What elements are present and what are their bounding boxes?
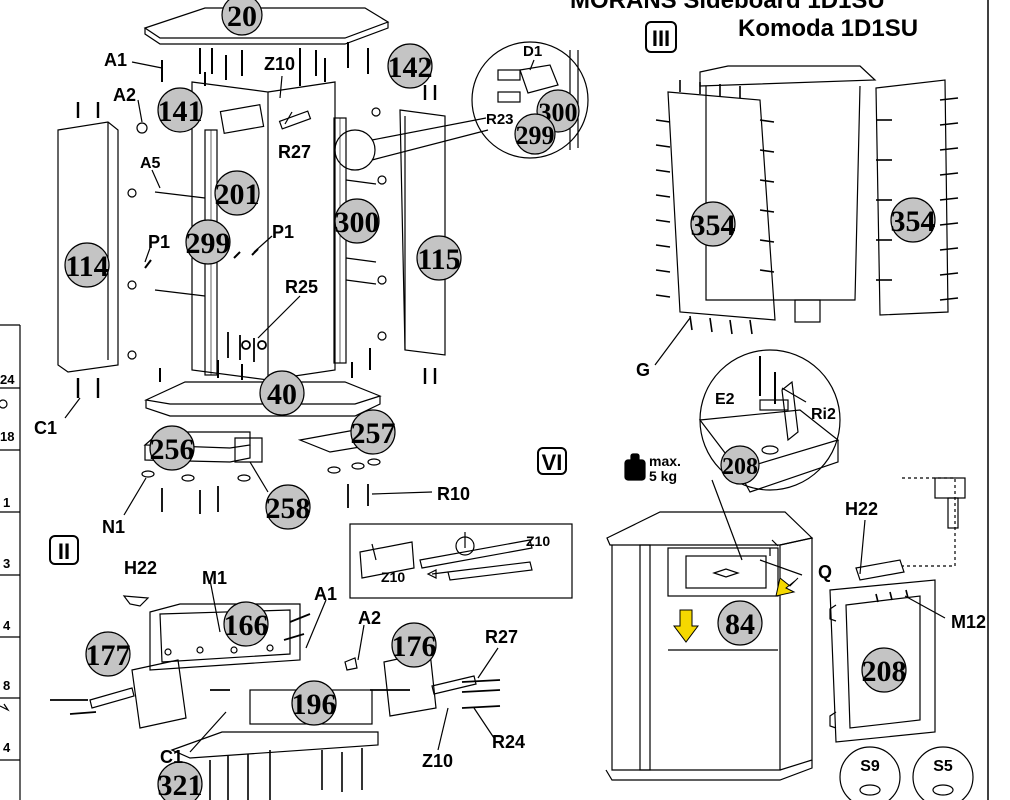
hw-R23: R23 [486, 111, 514, 128]
badge-300-a-label: 300 [335, 206, 380, 239]
hw-C1: C1 [34, 418, 57, 438]
strip-qty-6: 8 [3, 678, 10, 693]
badge-354-b-label: 354 [891, 205, 936, 238]
load-limit-line-2: 5 kg [649, 468, 677, 484]
badge-141-label: 141 [158, 95, 203, 128]
hw-Q: Q [818, 562, 832, 582]
hw-Z10-b: Z10 [422, 751, 453, 771]
hw-C1-b: C1 [160, 747, 183, 767]
badge-40-label: 40 [267, 378, 297, 411]
title-line-2: Komoda 1D1SU [738, 15, 918, 42]
badge-299-b-label: 299 [516, 121, 555, 150]
hw-Ri2: Ri2 [811, 406, 836, 423]
badge-114 [64, 242, 110, 288]
badge-40 [259, 370, 305, 416]
step-ii-label: II [58, 539, 70, 564]
hw-R25: R25 [285, 277, 318, 297]
badge-256 [149, 425, 195, 471]
badge-258 [265, 484, 311, 530]
badge-141 [157, 87, 203, 133]
hw-P1-b: P1 [272, 222, 294, 242]
badge-257 [350, 409, 396, 455]
badge-208-a [720, 445, 760, 485]
strip-qty-2: 18 [0, 429, 14, 444]
hw-G: G [636, 360, 650, 380]
badge-300-a [334, 198, 380, 244]
strip-qty-7: 4 [3, 740, 11, 755]
hw-A2: A2 [113, 85, 136, 105]
badge-142 [387, 43, 433, 89]
hw-R27-b: R27 [485, 627, 518, 647]
part-badges: 20 141 142 201 299 300 114 115 40 256 25… [64, 0, 936, 800]
hw-N1: N1 [102, 517, 125, 537]
strip-qty-1: 24 [0, 372, 15, 387]
badge-142-label: 142 [388, 51, 433, 84]
badge-84 [717, 600, 763, 646]
hw-R24: R24 [492, 732, 525, 752]
badge-201-label: 201 [215, 178, 260, 211]
load-limit-line-1: max. [649, 453, 681, 469]
hw-M12: M12 [951, 612, 986, 632]
hw-H22-b: H22 [124, 558, 157, 578]
badge-201 [214, 170, 260, 216]
badge-321 [157, 761, 203, 800]
badge-299-b [514, 113, 556, 155]
badge-354-b [890, 197, 936, 243]
hw-R10: R10 [437, 484, 470, 504]
badge-299-a [185, 219, 231, 265]
step-vi-illustration [537, 447, 974, 800]
hw-A2-b: A2 [358, 608, 381, 628]
step-iii-label: III [652, 26, 670, 51]
hardware-labels: A1 A2 A5 Z10 R27 D1 R23 P1 P1 R25 C1 N1 … [34, 43, 986, 775]
badge-166-label: 166 [224, 609, 269, 642]
badge-208-b-label: 208 [862, 655, 907, 688]
hw-A1: A1 [104, 50, 127, 70]
hw-A5: A5 [140, 155, 161, 172]
badge-20-label: 20 [227, 0, 257, 33]
side-strip: 24 18 1 3 4 8 4 [0, 324, 21, 800]
hw-D1: D1 [523, 43, 542, 60]
badge-208-b [861, 647, 907, 693]
hw-Z10: Z10 [264, 54, 295, 74]
step-ii-illustration [49, 535, 501, 800]
hw-H22-a: H22 [845, 499, 878, 519]
hw-M1: M1 [202, 568, 227, 588]
step-vi-label: VI [542, 450, 563, 475]
badge-114-label: 114 [65, 250, 108, 283]
badge-196 [291, 680, 337, 726]
hw-R27: R27 [278, 142, 311, 162]
badge-176-label: 176 [392, 630, 437, 663]
badge-258-label: 258 [266, 492, 311, 525]
strip-qty-3: 1 [3, 495, 10, 510]
badge-20 [221, 0, 263, 36]
badge-321-label: 321 [158, 769, 203, 800]
badge-208-a-label: 208 [722, 454, 758, 480]
strip-qty-4: 3 [3, 556, 10, 571]
badge-299-a-label: 299 [186, 227, 231, 260]
badge-256-label: 256 [150, 433, 195, 466]
hw-Z10-d: Z10 [381, 569, 405, 585]
hw-S5: S5 [933, 758, 953, 775]
badge-354-a-label: 354 [691, 209, 736, 242]
badge-196-label: 196 [292, 688, 337, 721]
hw-Z10-c: Z10 [526, 533, 550, 549]
runner-detail-box [349, 523, 573, 599]
hw-P1-a: P1 [148, 232, 170, 252]
hw-S9: S9 [860, 758, 880, 775]
badge-115-label: 115 [417, 243, 460, 276]
title-line-1: MORANS Sideboard 1D1SU [570, 0, 885, 14]
badge-166 [223, 601, 269, 647]
hw-E2: E2 [715, 391, 735, 408]
hw-A1-b: A1 [314, 584, 337, 604]
badge-84-label: 84 [725, 608, 755, 641]
strip-qty-5: 4 [3, 618, 11, 633]
badge-115 [416, 235, 462, 281]
step-iii-illustration [645, 21, 959, 366]
badge-354-a [690, 201, 736, 247]
badge-177-label: 177 [86, 639, 131, 672]
badge-176 [391, 622, 437, 668]
badge-257-label: 257 [351, 417, 396, 450]
badge-177 [85, 631, 131, 677]
